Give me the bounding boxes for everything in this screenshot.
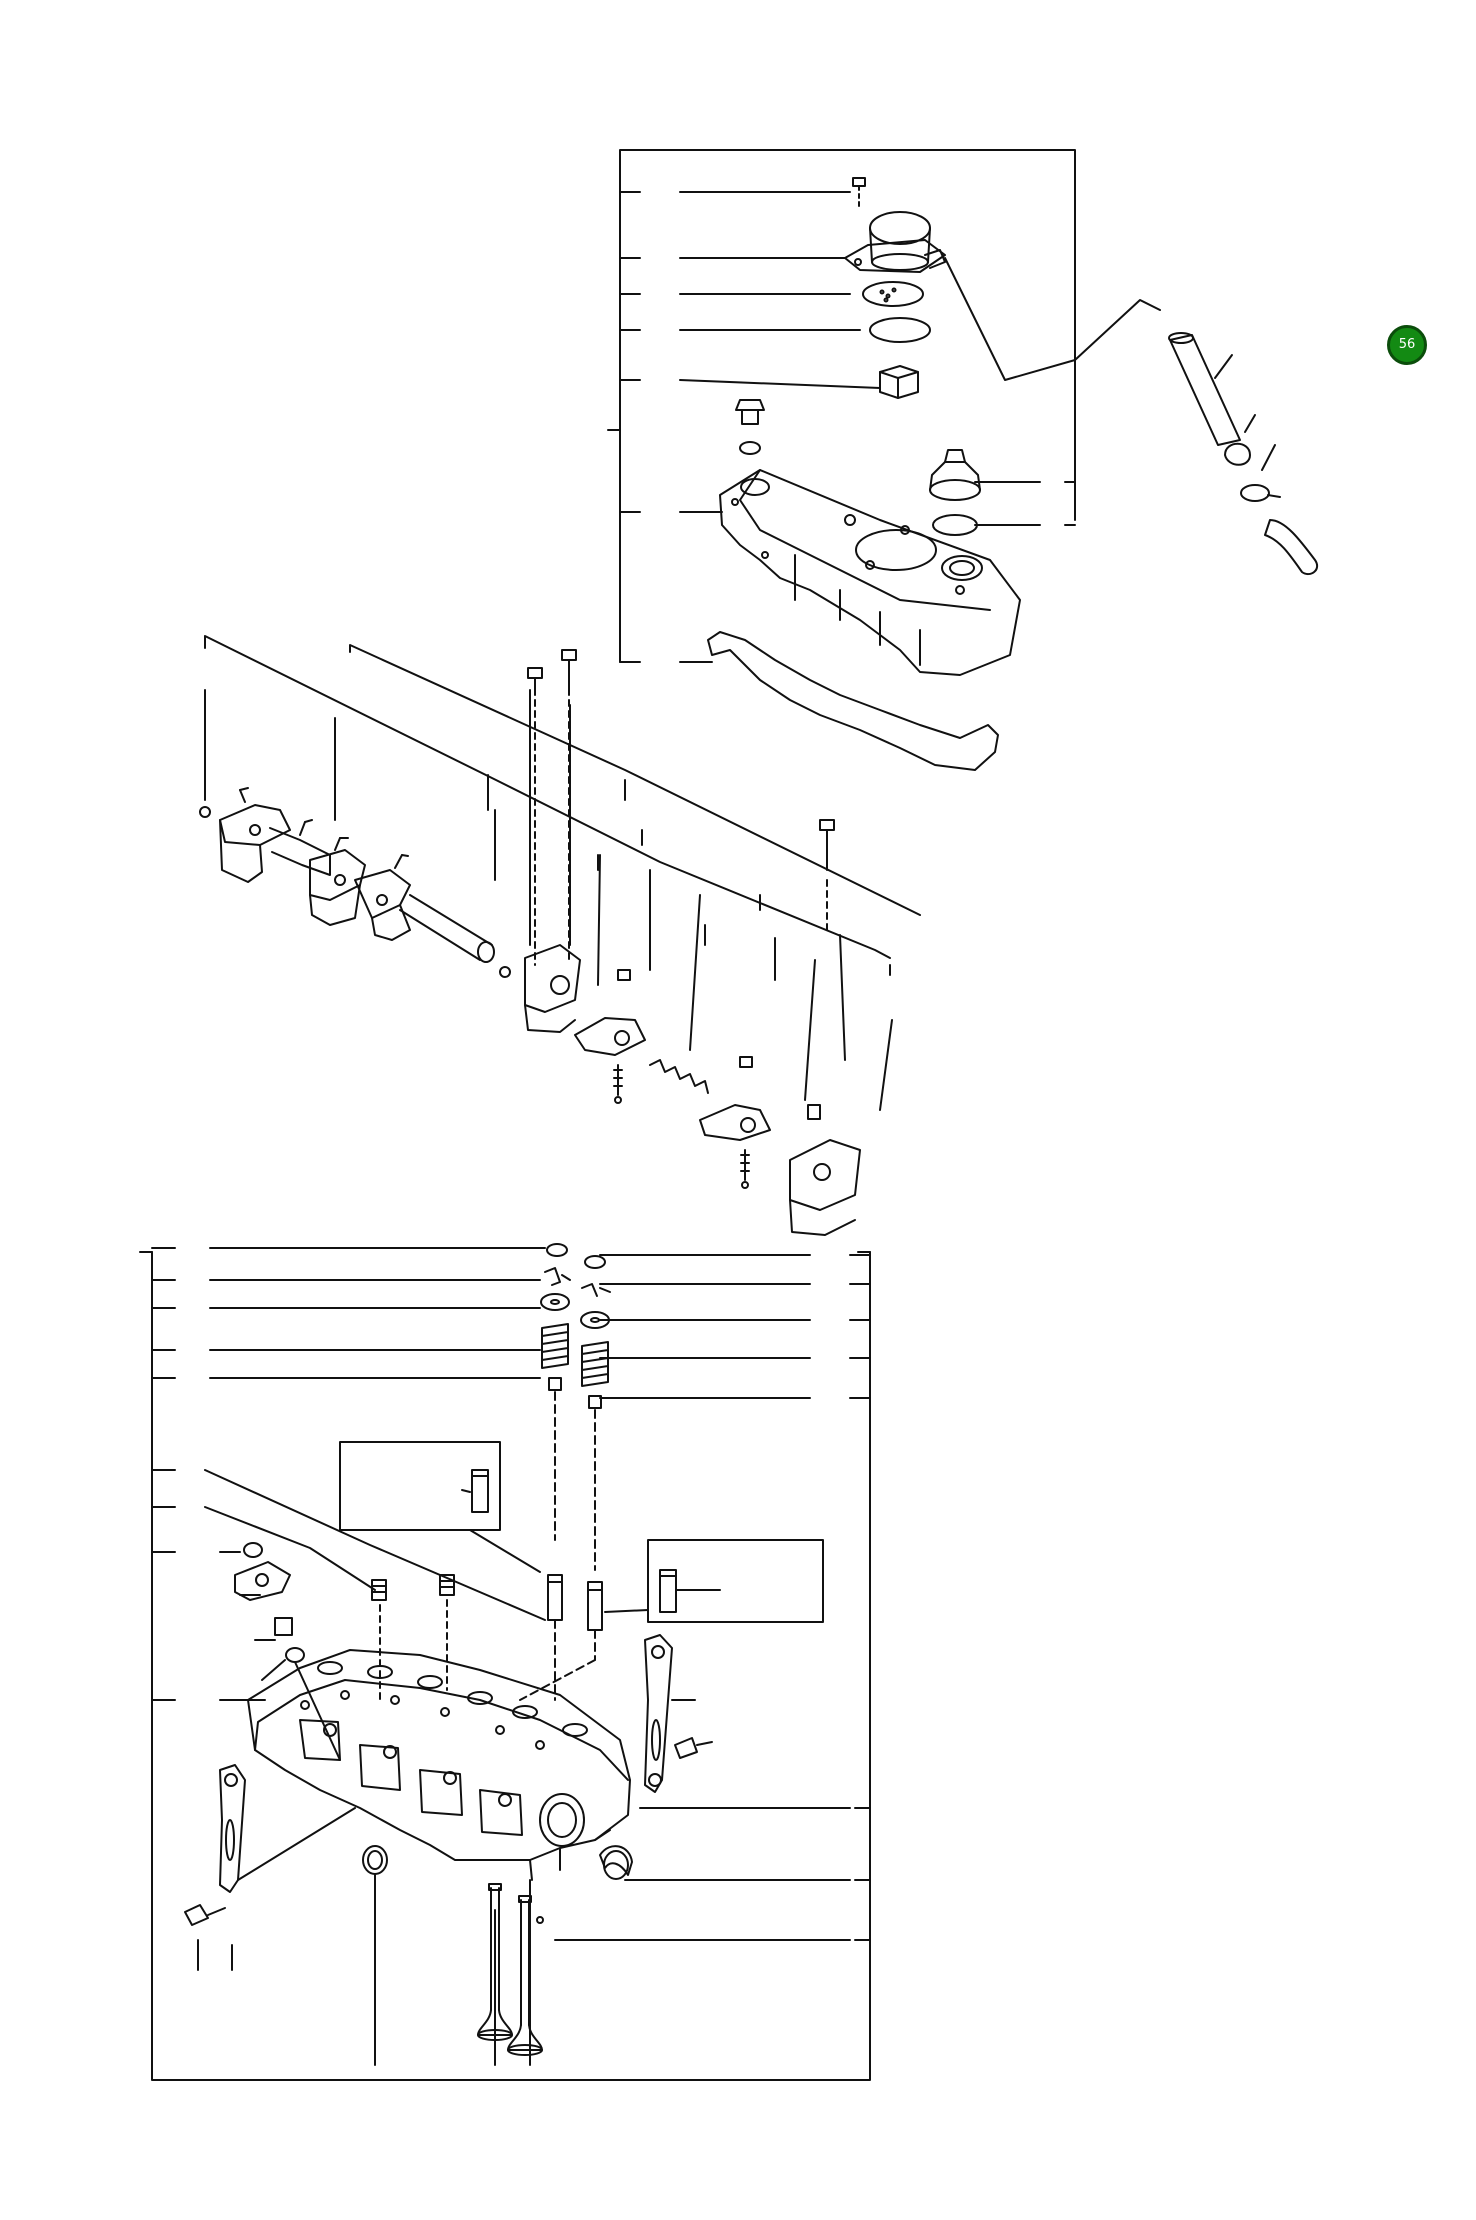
support-bolt-part-2	[561, 649, 577, 961]
page-number-badge: 56	[1387, 325, 1427, 365]
rocker-arm-part-2	[699, 1056, 771, 1141]
adjust-screw-part-2	[740, 1149, 750, 1189]
thermostat-part	[274, 1617, 293, 1636]
thermostat-ring-part	[285, 1647, 305, 1663]
cylinder-head-group	[139, 1243, 871, 2081]
valve-cover-part	[719, 469, 1021, 676]
end-support-part	[789, 1104, 861, 1236]
exhaust-valve-part	[507, 1895, 543, 2056]
spring-retainer-part	[540, 1293, 570, 1311]
plug-part	[371, 1579, 387, 1601]
hose-clamp-part	[1224, 414, 1256, 466]
cap-nut-part	[735, 399, 765, 425]
rocker-support-part	[524, 944, 581, 1033]
sleeve-part	[362, 1845, 388, 1875]
breather-hose-part	[1168, 332, 1241, 446]
spring-part	[649, 1059, 709, 1094]
lifting-eye-part-2	[219, 1764, 356, 1893]
breather-cover-part	[844, 211, 946, 273]
snap-ring-part	[499, 966, 511, 978]
lifting-eye-part	[644, 1634, 696, 1793]
valve-stack-right	[580, 1255, 611, 1571]
rocker-arm-part	[574, 969, 646, 1056]
plug-part-2	[439, 1574, 455, 1596]
valve-stack-left	[540, 1243, 571, 1541]
hose-clamp-part-2	[1240, 444, 1281, 502]
long-bolt-part	[819, 819, 835, 931]
valve-cotter-part	[544, 1267, 571, 1286]
oil-filler-cap-part	[929, 449, 981, 501]
valve-spring-part	[541, 1323, 569, 1369]
hose-elbow-part	[1264, 519, 1319, 576]
support-bolt-part	[527, 667, 543, 966]
cover-gasket-part	[707, 631, 999, 771]
seal-washer-part	[739, 441, 761, 455]
valve-guide-part	[471, 1469, 489, 1513]
detail-box-right	[604, 1539, 824, 1623]
breather-filter-part	[862, 281, 924, 307]
baffle-part	[879, 365, 919, 399]
lifting-eye-bolt-part-2	[184, 1904, 226, 1926]
valve-guide-part-1	[547, 1574, 563, 1621]
sleeve-part-2	[599, 1845, 633, 1880]
detail-box-left	[339, 1441, 541, 1573]
small-pin-part	[536, 1916, 544, 1924]
o-ring-part	[869, 317, 931, 343]
stem-seal-part	[548, 1377, 562, 1391]
cylinder-head-part	[247, 1649, 631, 1881]
adjust-screw-part	[613, 1064, 623, 1104]
valve-guide-part-2	[587, 1581, 603, 1631]
bolt-part	[852, 177, 866, 209]
intake-valve-part	[477, 1883, 513, 2041]
filler-o-ring-part	[932, 514, 978, 536]
valve-cap-part	[546, 1243, 568, 1257]
valve-cover-group	[607, 149, 1319, 771]
lifting-eye-bolt-part	[674, 1737, 713, 1759]
rocker-arm-group	[199, 635, 921, 1236]
water-outlet-flange-part	[234, 1542, 291, 1601]
rocker-shaft-assembly-part	[199, 787, 495, 963]
